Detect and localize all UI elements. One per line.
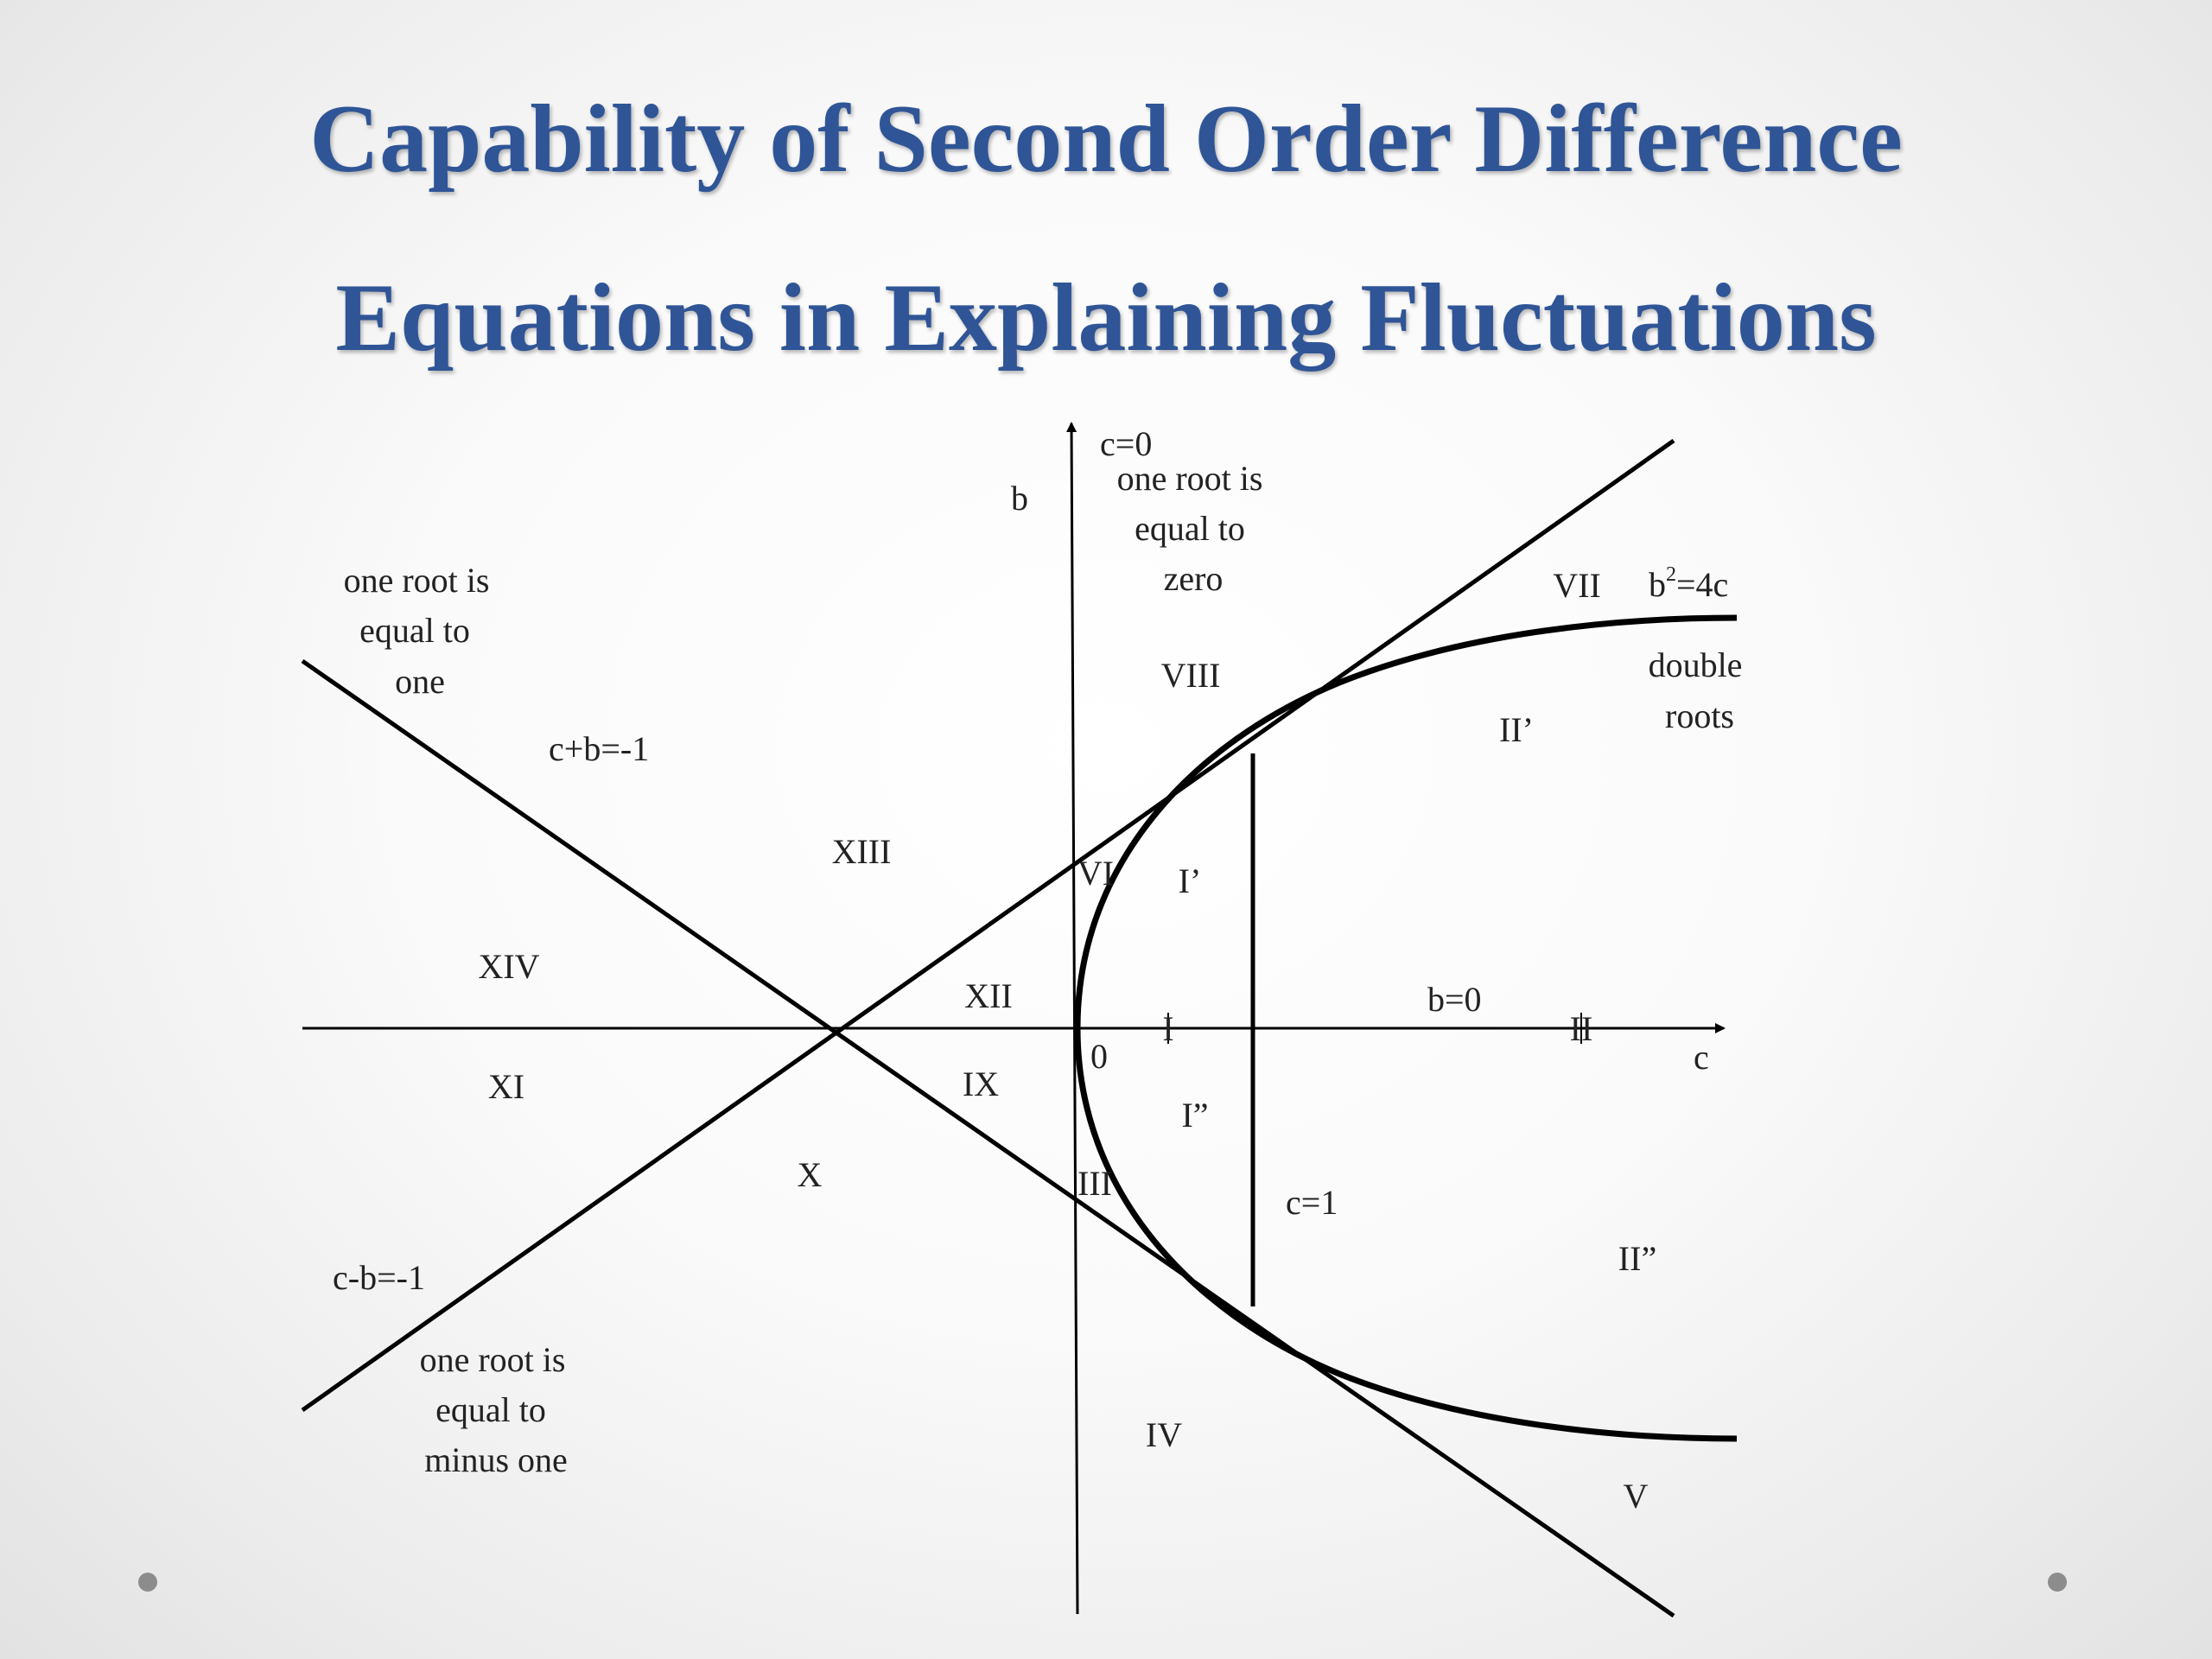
parabola-b: b	[1649, 565, 1666, 604]
slide-dot-left	[138, 1573, 157, 1592]
line-c-plus-b-minus-one	[301, 658, 1675, 1618]
region-VI: VI	[1077, 854, 1114, 893]
region-III: III	[1077, 1164, 1112, 1203]
region-IX: IX	[963, 1065, 999, 1103]
c0-desc-line-2: equal to	[1135, 509, 1245, 548]
label-c-equals-zero: c=0	[1100, 424, 1152, 463]
region-X: X	[798, 1155, 823, 1194]
label-parabola-equation: b2=4c	[1649, 563, 1728, 604]
cminusb-desc-line-2: equal to	[435, 1390, 546, 1429]
c0-desc-line-3: zero	[1164, 559, 1224, 598]
region-V: V	[1624, 1477, 1649, 1516]
origin-label: 0	[1090, 1037, 1108, 1076]
line-c-minus-b-minus-one	[301, 438, 1675, 1413]
slide-title-line-2: Equations in Explaining Fluctuations	[335, 264, 1877, 372]
label-c-minus-b: c-b=-1	[333, 1258, 425, 1297]
region-XII: XII	[964, 976, 1013, 1015]
region-XI: XI	[488, 1067, 524, 1106]
region-I-double-prime: I”	[1181, 1096, 1208, 1135]
label-c-plus-b: c+b=-1	[549, 729, 649, 768]
cplusb-desc-line-1: one root is	[344, 561, 490, 600]
parabola-double-roots	[1074, 614, 1738, 1442]
region-II-double-prime: II”	[1618, 1239, 1656, 1278]
parabola-rest: =4c	[1676, 565, 1728, 604]
region-IV: IV	[1146, 1415, 1182, 1454]
region-II: II	[1570, 1009, 1593, 1048]
slide-dot-right	[2048, 1573, 2067, 1592]
parabola-superscript: 2	[1666, 563, 1676, 586]
region-II-prime: II’	[1499, 710, 1534, 749]
region-VIII: VIII	[1161, 656, 1221, 695]
parabola-desc-line-2: roots	[1665, 696, 1734, 735]
label-c-equals-one: c=1	[1286, 1183, 1338, 1222]
vertical-axis	[1066, 422, 1079, 1615]
axis-label-b: b	[1011, 479, 1028, 518]
axis-label-c: c	[1694, 1038, 1709, 1077]
cplusb-desc-line-2: equal to	[359, 611, 470, 650]
parabola-desc-line-1: double	[1649, 645, 1743, 684]
cminusb-desc-line-3: minus one	[424, 1440, 568, 1479]
region-XIII: XIII	[832, 832, 892, 871]
region-VII: VII	[1553, 566, 1601, 605]
cminusb-desc-line-1: one root is	[420, 1340, 566, 1379]
c0-desc-line-1: one root is	[1117, 459, 1263, 498]
region-I: I	[1162, 1009, 1173, 1048]
slide-title-line-1: Capability of Second Order Difference	[309, 86, 1903, 193]
region-I-prime: I’	[1179, 861, 1202, 900]
label-b-equals-zero: b=0	[1427, 980, 1482, 1019]
cplusb-desc-line-3: one	[395, 662, 445, 701]
region-XIV: XIV	[478, 947, 539, 986]
